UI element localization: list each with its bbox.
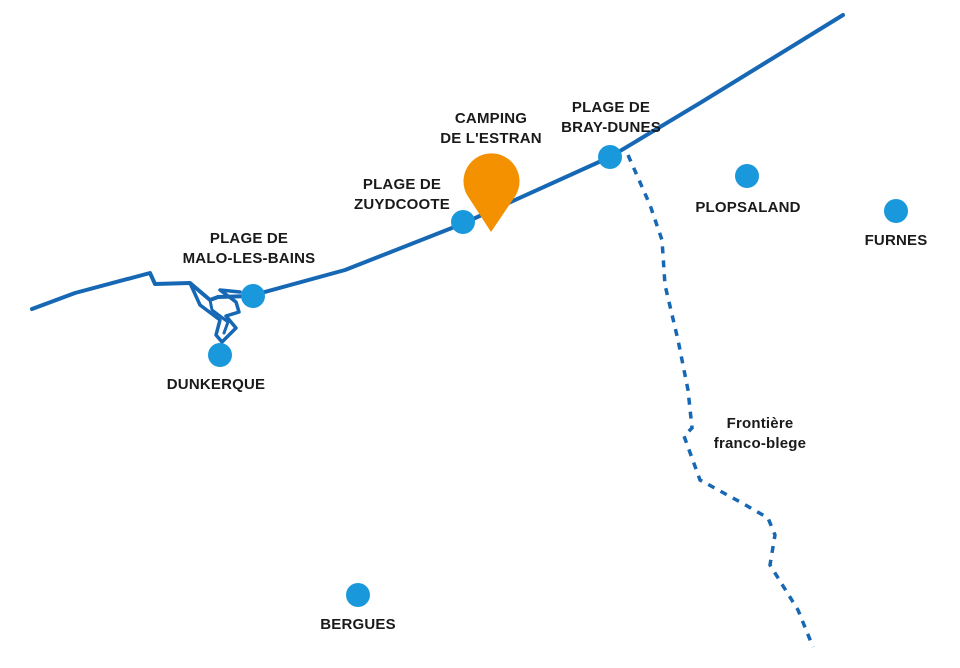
label-bergues-line1: BERGUES [320, 616, 396, 633]
map-pin-icon[interactable] [463, 153, 520, 232]
label-zuydcoote-line1: PLAGE DE [362, 176, 442, 193]
label-dunkerque-line1: DUNKERQUE [166, 376, 266, 393]
marker-malo[interactable] [241, 284, 265, 308]
label-malo: PLAGE DE MALO-LES-BAINS [169, 229, 329, 269]
label-bergues: BERGUES [308, 615, 408, 635]
coastline-route [30, 13, 845, 311]
label-zuydcoote-line2: ZUYDCOOTE [354, 196, 450, 213]
label-plopsaland-line1: PLOPSALAND [695, 199, 801, 216]
marker-dunkerque[interactable] [208, 343, 232, 367]
harbour-channel-inner [208, 298, 230, 335]
label-border-line1: Frontière [726, 415, 794, 432]
label-furnes-line1: FURNES [864, 232, 928, 249]
label-border-line2: franco-blege [713, 435, 807, 452]
marker-bergues[interactable] [346, 583, 370, 607]
label-plopsaland: PLOPSALAND [688, 198, 808, 218]
border-line [626, 154, 815, 648]
marker-plopsaland[interactable] [735, 164, 759, 188]
label-malo-line2: MALO-LES-BAINS [182, 250, 316, 267]
marker-zuydcoote[interactable] [451, 210, 475, 234]
label-bray-dunes-line2: BRAY-DUNES [561, 119, 661, 136]
label-zuydcoote: PLAGE DE ZUYDCOOTE [342, 175, 462, 215]
marker-bray-dunes[interactable] [598, 145, 622, 169]
label-camping-line2: DE L'ESTRAN [440, 130, 542, 147]
label-bray-dunes-line1: PLAGE DE [571, 99, 651, 116]
label-camping: CAMPING DE L'ESTRAN [431, 109, 551, 149]
label-border: Frontière franco-blege [700, 414, 820, 454]
harbour-channel [188, 281, 242, 344]
label-malo-line1: PLAGE DE [209, 230, 289, 247]
label-furnes: FURNES [846, 231, 946, 251]
label-camping-line1: CAMPING [454, 110, 528, 127]
label-bray-dunes: PLAGE DE BRAY-DUNES [551, 98, 671, 138]
label-dunkerque: DUNKERQUE [156, 375, 276, 395]
marker-furnes[interactable] [884, 199, 908, 223]
